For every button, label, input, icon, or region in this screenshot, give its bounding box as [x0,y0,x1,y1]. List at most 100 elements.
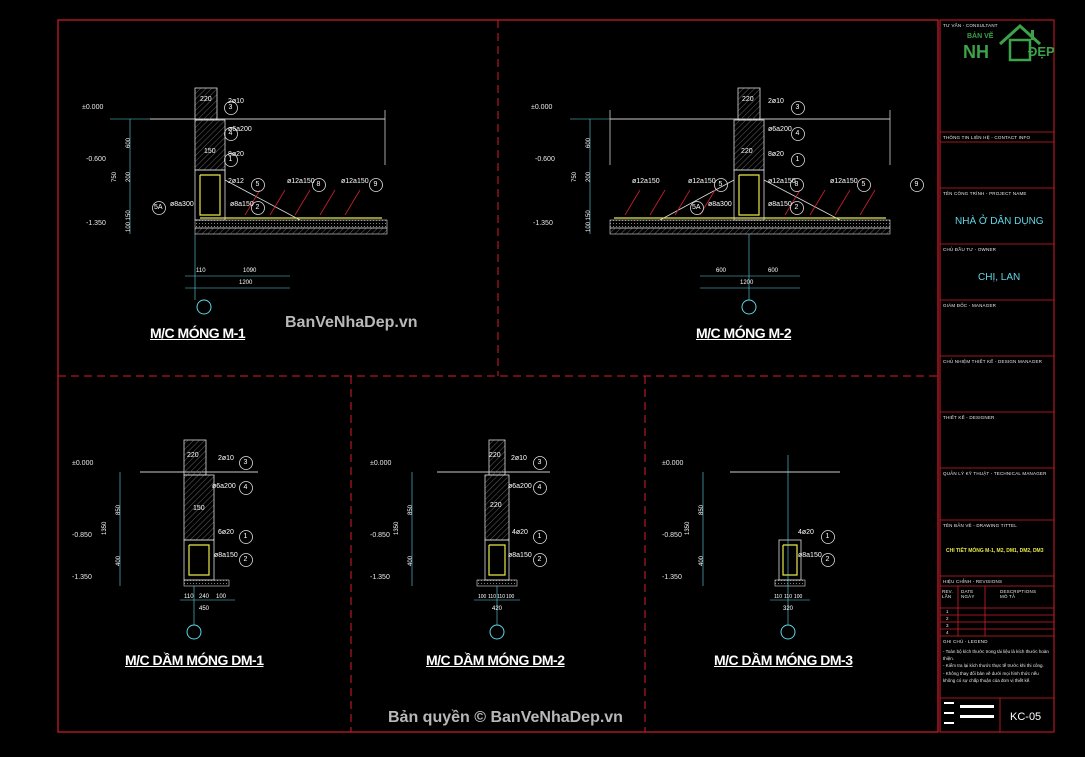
m1-col2-dim: 150 [204,148,216,155]
m2-tag-0-circle [791,101,805,115]
m2-tag-7: 5A [692,203,701,211]
m2-tag-6: 9 [914,180,919,188]
dm2-tag-1: 4 [537,483,542,491]
level-dm2-zero: ±0.000 [370,460,392,467]
m2-tag-4-circle [790,178,804,192]
m2-rebar-label-6: ø12a150 [830,178,858,185]
m2-dim-v-3: 100 150 [586,210,592,232]
section-m2 [570,87,891,315]
m1-dim-v-2: 200 [126,171,132,182]
titleblock-lines [940,131,1054,732]
m2-dim-h-0: 600 [716,268,727,274]
m2-tag-3-circle [714,178,728,192]
dm1-tag-2-circle [239,530,253,544]
dm2-rebar-label-3: ø8a150 [508,552,532,559]
m2-rebar-label-4: ø12a150 [688,178,716,185]
m2-dim-v-1: 750 [572,171,578,182]
m1-tag-0-circle [224,101,238,115]
dm2-rebar-label-2: 4ø20 [512,529,528,536]
watermark-bottom: Bản quyền © BanVeNhaDep.vn [388,709,623,726]
level-m2-zero: ±0.000 [531,104,553,111]
dm2-tag-2: 1 [537,532,542,540]
m2-dim-h-2: 1200 [740,280,754,286]
dm1-dim-h-3: 450 [199,606,210,612]
section-m1 [110,87,388,315]
m1-rebar-label-2: 8ø20 [228,151,244,158]
dm2-col-dim: 220 [489,452,501,459]
m2-dim-v-2: 200 [586,171,592,182]
dm2-rebar-label-0: 2ø10 [511,455,527,462]
m1-dim-v-0: 600 [126,137,132,148]
dm1-dim-h-0: 110 [184,594,194,600]
dm1-tag-0: 3 [243,458,248,466]
m1-dim-h-2: 1200 [239,280,253,286]
tb-designer-label: THIẾT KẾ - DESIGNER [943,415,995,420]
m1-tag-3: 5 [255,180,260,188]
tb-drawing-title: CHI TIẾT MÓNG M-1, M2, DM1, DM2, DM3 [946,548,1044,554]
dm3-dim-v-1: 1350 [685,521,691,535]
dm3-dim-v-0: 850 [699,504,705,515]
dm3-tag-0: 1 [825,532,830,540]
tb-owner: CHỊ, LAN [978,272,1021,283]
dm3-rebar-label-0: 4ø20 [798,529,814,536]
m2-rebar-label-8: ø8a150 [768,201,792,208]
dm1-dim-v-2: 400 [116,555,122,566]
tb-consultant: TƯ VẤN - CONSULTANT [943,23,998,28]
m1-rebar-label-4: ø12a150 [287,178,315,185]
m1-tag-6-circle [152,201,166,215]
m2-tag-4: 8 [794,180,799,188]
m1-tag-1: 4 [228,129,233,137]
tb-tech-label: QUẢN LÝ KỸ THUẬT - TECHNICAL MANAGER [943,471,1047,476]
tb-project-label: TÊN CÔNG TRÌNH - PROJECT NAME [943,191,1027,196]
m2-tag-2-circle [791,153,805,167]
m1-tag-4: 8 [316,180,321,188]
dm1-rebar-label-2: 6ø20 [218,529,234,536]
level-dm1-085: -0.850 [72,532,92,539]
level-dm3-135: -1.350 [662,574,682,581]
section-dm1 [119,439,258,640]
tb-note-3: - Không thay đổi bản vẽ dưới mọi hình th… [943,671,1039,683]
m1-col-dim: 220 [200,96,212,103]
m2-tag-3: 5 [718,180,723,188]
m1-rebar-label-6: ø8a300 [170,201,194,208]
tb-project: NHÀ Ở DÂN DỤNG [955,216,1044,227]
tb-notes-label: GHI CHÚ - LEGEND [943,639,988,644]
m1-dim-v-3: 100 150 [126,210,132,232]
m2-rebar-label-7: ø8a300 [708,201,732,208]
tb-sheet-number: KC-05 [1010,711,1042,723]
m1-dim-v-1: 750 [112,171,118,182]
m2-rebar-label-0: 2ø10 [768,98,784,105]
m1-tag-0: 3 [228,103,233,111]
tb-logo-end: ĐẸP [1028,44,1055,59]
dm2-dim-v-0: 850 [408,504,414,515]
m1-tag-1-circle [224,127,238,141]
level-dm3-085: -0.850 [662,532,682,539]
m1-tag-2: 1 [228,155,233,163]
dm2-dim-h-2: 110 [497,594,505,600]
tb-rev-col-0: REV. LẦN [942,589,953,599]
m2-tag-8-circle [790,201,804,215]
dm3-rebar-label-1: ø8a150 [798,552,822,559]
level-m1-060: -0.600 [86,156,106,163]
level-m1-zero: ±0.000 [82,104,104,111]
dm1-dim-h-2: 100 [216,594,227,600]
tb-owner-label: CHỦ ĐẦU TƯ - OWNER [943,247,997,252]
level-dm2-085: -0.850 [370,532,390,539]
dm1-rebar-label-1: ø6a200 [212,483,236,490]
dm1-dim-v-0: 850 [116,504,122,515]
dm2-tag-2-circle [533,530,547,544]
watermark-center: BanVeNhaDep.vn [285,314,418,331]
tb-drawing-title-label: TÊN BẢN VẼ - DRAWING TITTEL [943,523,1017,528]
dm1-tag-1-circle [239,481,253,495]
m1-rebar-label-5: ø12a150 [341,178,369,185]
tb-rev-row-2: 2 [946,616,949,621]
tb-design-manager-label: CHỦ NHIỆM THIẾT KẾ - DESIGN MANAGER [943,359,1043,364]
dm3-tag-0-circle [821,530,835,544]
level-m1-135: -1.350 [86,220,106,227]
m2-rebar-label-5: ø12a150 [768,178,796,185]
m2-tag-8: 2 [794,203,799,211]
tb-manager-label: GIÁM ĐỐC - MANAGER [943,303,997,308]
tb-rev-row-1: 1 [946,609,949,614]
m1-dim-h-0: 110 [196,268,206,274]
